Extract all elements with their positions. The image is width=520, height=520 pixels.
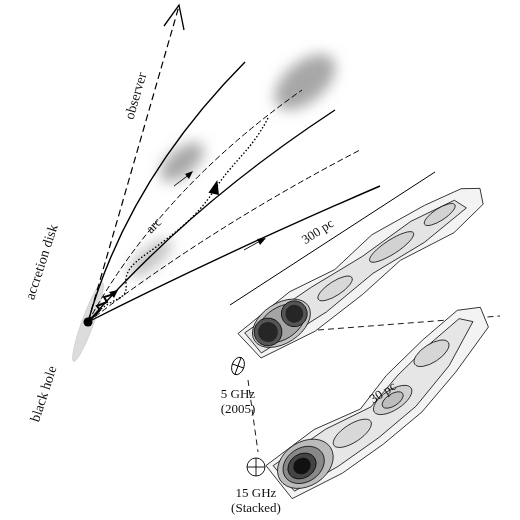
text-label: observer <box>117 55 155 136</box>
contour-map <box>252 299 515 506</box>
contour-level <box>315 272 356 306</box>
base-arrowhead <box>109 290 118 298</box>
contour-level <box>261 313 499 496</box>
trajectory-path <box>96 118 268 314</box>
text-label: black hole <box>22 349 65 440</box>
flow-arrowhead <box>257 238 266 245</box>
beam-symbol <box>229 355 246 376</box>
text-label: 15 GHz (Stacked) <box>224 486 288 516</box>
contour-level <box>252 299 515 506</box>
contour-level <box>276 296 312 332</box>
contour-level <box>276 439 331 491</box>
scale-bar <box>230 172 435 305</box>
base-wiggle <box>92 294 114 318</box>
flow-arrowhead <box>185 171 193 179</box>
contour-level <box>329 414 376 453</box>
contour-level <box>249 313 288 352</box>
contour-level <box>290 454 314 477</box>
contour-level <box>282 301 307 326</box>
contour-level <box>254 318 282 346</box>
text-label: 5 GHz (2005) <box>213 387 263 417</box>
observer-arrowhead <box>164 5 184 30</box>
beam-symbol <box>247 458 265 476</box>
emission-blob <box>265 44 346 121</box>
contour-level <box>410 335 453 372</box>
contour-level <box>366 227 417 267</box>
trajectory-arrowhead <box>207 180 220 197</box>
beam-cross <box>235 358 241 375</box>
contour-level <box>268 429 342 499</box>
contour-level <box>421 200 458 230</box>
beam-circle <box>247 458 265 476</box>
jet-dashed-line <box>88 150 360 322</box>
beam-ellipse <box>229 355 246 376</box>
contour-level <box>283 448 321 484</box>
beam-cross <box>256 458 257 476</box>
text-label: accretion disk <box>17 207 66 317</box>
contour-level <box>244 289 319 357</box>
jet-dashed-line <box>88 90 302 322</box>
observer-line <box>88 6 179 322</box>
